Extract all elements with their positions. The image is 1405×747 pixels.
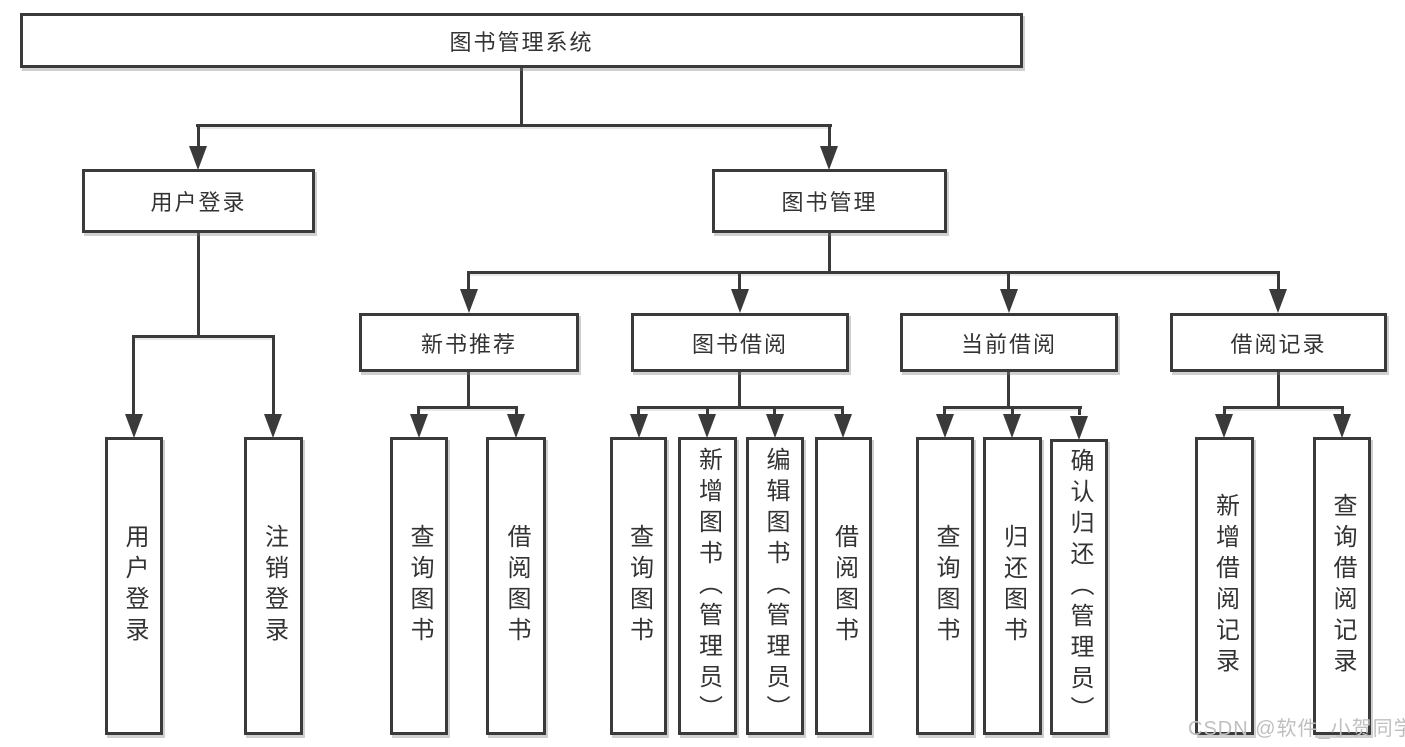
node-borrowing-records: 借阅记录 (1170, 313, 1387, 372)
connector-line (1078, 409, 1081, 415)
leaf-label: 编辑图书（管理员） (762, 446, 789, 726)
arrowhead-down-icon (766, 414, 784, 438)
connector-line (828, 127, 831, 151)
connector-line (197, 127, 200, 151)
arrowhead-down-icon (1003, 414, 1021, 438)
node-label: 借阅记录 (1230, 331, 1327, 357)
arrowhead-down-icon (1000, 289, 1018, 313)
connector-line (943, 406, 1082, 409)
node-label: 图书管理 (781, 190, 878, 215)
connector-line (417, 406, 518, 409)
connector-line (1277, 372, 1280, 409)
connector-line (417, 409, 420, 415)
leaf-label: 借阅图书 (503, 524, 530, 648)
arrowhead-down-icon (264, 414, 282, 438)
arrowhead-down-icon (820, 146, 838, 170)
arrowhead-down-icon (698, 414, 716, 438)
leaf-return-books: 归还图书 (983, 437, 1042, 735)
leaf-query-books-3: 查询图书 (916, 437, 974, 735)
node-current-borrowing: 当前借阅 (900, 313, 1118, 372)
leaf-label: 确认归还（管理员） (1066, 447, 1093, 727)
connector-line (738, 274, 741, 290)
leaf-label: 注销登录 (260, 524, 288, 648)
leaf-borrow-books-2: 借阅图书 (815, 437, 872, 735)
connector-line (467, 274, 470, 290)
connector-line (637, 409, 640, 415)
arrowhead-down-icon (936, 414, 954, 438)
leaf-borrow-books: 借阅图书 (486, 437, 546, 735)
leaf-label: 查询图书 (625, 524, 653, 648)
leaf-label: 新增借阅记录 (1211, 493, 1239, 679)
arrowhead-down-icon (630, 414, 648, 438)
connector-line (1011, 409, 1014, 415)
arrowhead-down-icon (1333, 414, 1351, 438)
connector-line (637, 406, 844, 409)
arrowhead-down-icon (410, 414, 428, 438)
arrowhead-down-icon (125, 414, 143, 438)
arrowhead-down-icon (1215, 414, 1233, 438)
leaf-edit-books-admin: 编辑图书（管理员） (746, 437, 804, 735)
leaf-label: 查询借阅记录 (1329, 493, 1356, 679)
connector-line (1007, 274, 1010, 290)
connector-line (467, 271, 1280, 274)
arrowhead-down-icon (189, 146, 207, 170)
arrowhead-down-icon (731, 289, 749, 313)
arrowhead-down-icon (1070, 416, 1088, 440)
connector-line (828, 233, 831, 274)
connector-line (706, 409, 709, 415)
leaf-query-books-2: 查询图书 (610, 437, 667, 735)
connector-line (841, 409, 844, 415)
node-library-management-system: 图书管理系统 (20, 13, 1023, 68)
connector-line (515, 409, 518, 415)
node-book-borrowing: 图书借阅 (631, 313, 849, 372)
connector-line (1007, 372, 1010, 409)
leaf-query-books: 查询图书 (390, 437, 448, 735)
connector-line (1277, 274, 1280, 290)
leaf-add-books-admin: 新增图书（管理员） (678, 437, 737, 735)
connector-line (132, 335, 275, 338)
leaf-label: 借阅图书 (830, 524, 858, 648)
node-book-management: 图书管理 (712, 169, 947, 233)
leaf-add-borrow-record: 新增借阅记录 (1195, 437, 1254, 735)
connector-line (773, 409, 776, 415)
leaf-logout: 注销登录 (244, 437, 303, 735)
node-label: 新书推荐 (420, 331, 517, 357)
arrowhead-down-icon (507, 414, 525, 438)
node-new-book-recommend: 新书推荐 (359, 313, 579, 372)
connector-line (520, 68, 523, 126)
leaf-label: 查询图书 (932, 524, 959, 648)
leaf-user-login: 用户登录 (105, 437, 163, 735)
leaf-label: 归还图书 (999, 524, 1027, 648)
connector-line (943, 409, 946, 415)
connector-line (1341, 409, 1344, 415)
node-label: 用户登录 (150, 190, 247, 215)
node-label: 图书管理系统 (449, 29, 594, 55)
connector-line (1223, 409, 1226, 415)
node-user-login: 用户登录 (82, 169, 315, 233)
arrowhead-down-icon (1269, 289, 1287, 313)
leaf-label: 查询图书 (406, 524, 433, 648)
node-label: 当前借阅 (960, 331, 1057, 357)
node-label: 图书借阅 (691, 331, 788, 357)
leaf-label: 用户登录 (121, 524, 148, 648)
connector-line (467, 372, 470, 409)
connector-line (272, 338, 275, 414)
leaf-confirm-return-admin: 确认归还（管理员） (1050, 439, 1108, 735)
arrowhead-down-icon (460, 289, 478, 313)
arrowhead-down-icon (834, 414, 852, 438)
connector-line (132, 338, 135, 414)
connector-line (196, 124, 832, 127)
connector-line (197, 233, 200, 338)
csdn-watermark: CSDN @软件_小贺同学 (1188, 718, 1405, 740)
leaf-label: 新增图书（管理员） (694, 446, 722, 726)
connector-line (1223, 406, 1344, 409)
connector-line (738, 372, 741, 409)
leaf-query-borrow-record: 查询借阅记录 (1313, 437, 1371, 735)
